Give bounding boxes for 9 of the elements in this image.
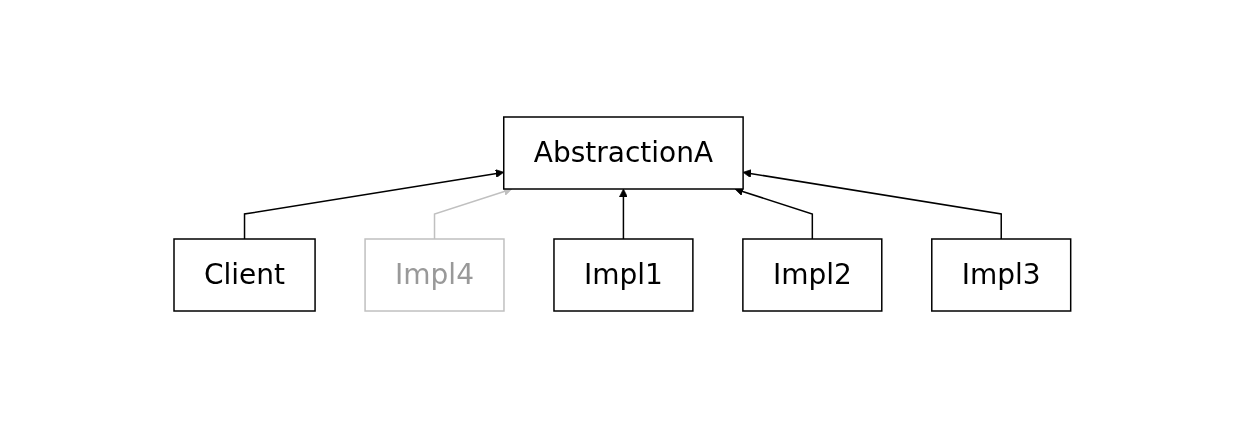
arrow	[243, 168, 504, 240]
node-box: Impl1	[552, 237, 694, 312]
node-box: Impl2	[741, 237, 883, 312]
node-box: Impl3	[930, 237, 1072, 312]
arrow	[618, 188, 628, 240]
node-box: Client	[172, 237, 316, 312]
node-box: Impl4	[363, 237, 505, 312]
node-box: AbstractionA	[502, 115, 744, 190]
arrow	[742, 168, 1002, 240]
